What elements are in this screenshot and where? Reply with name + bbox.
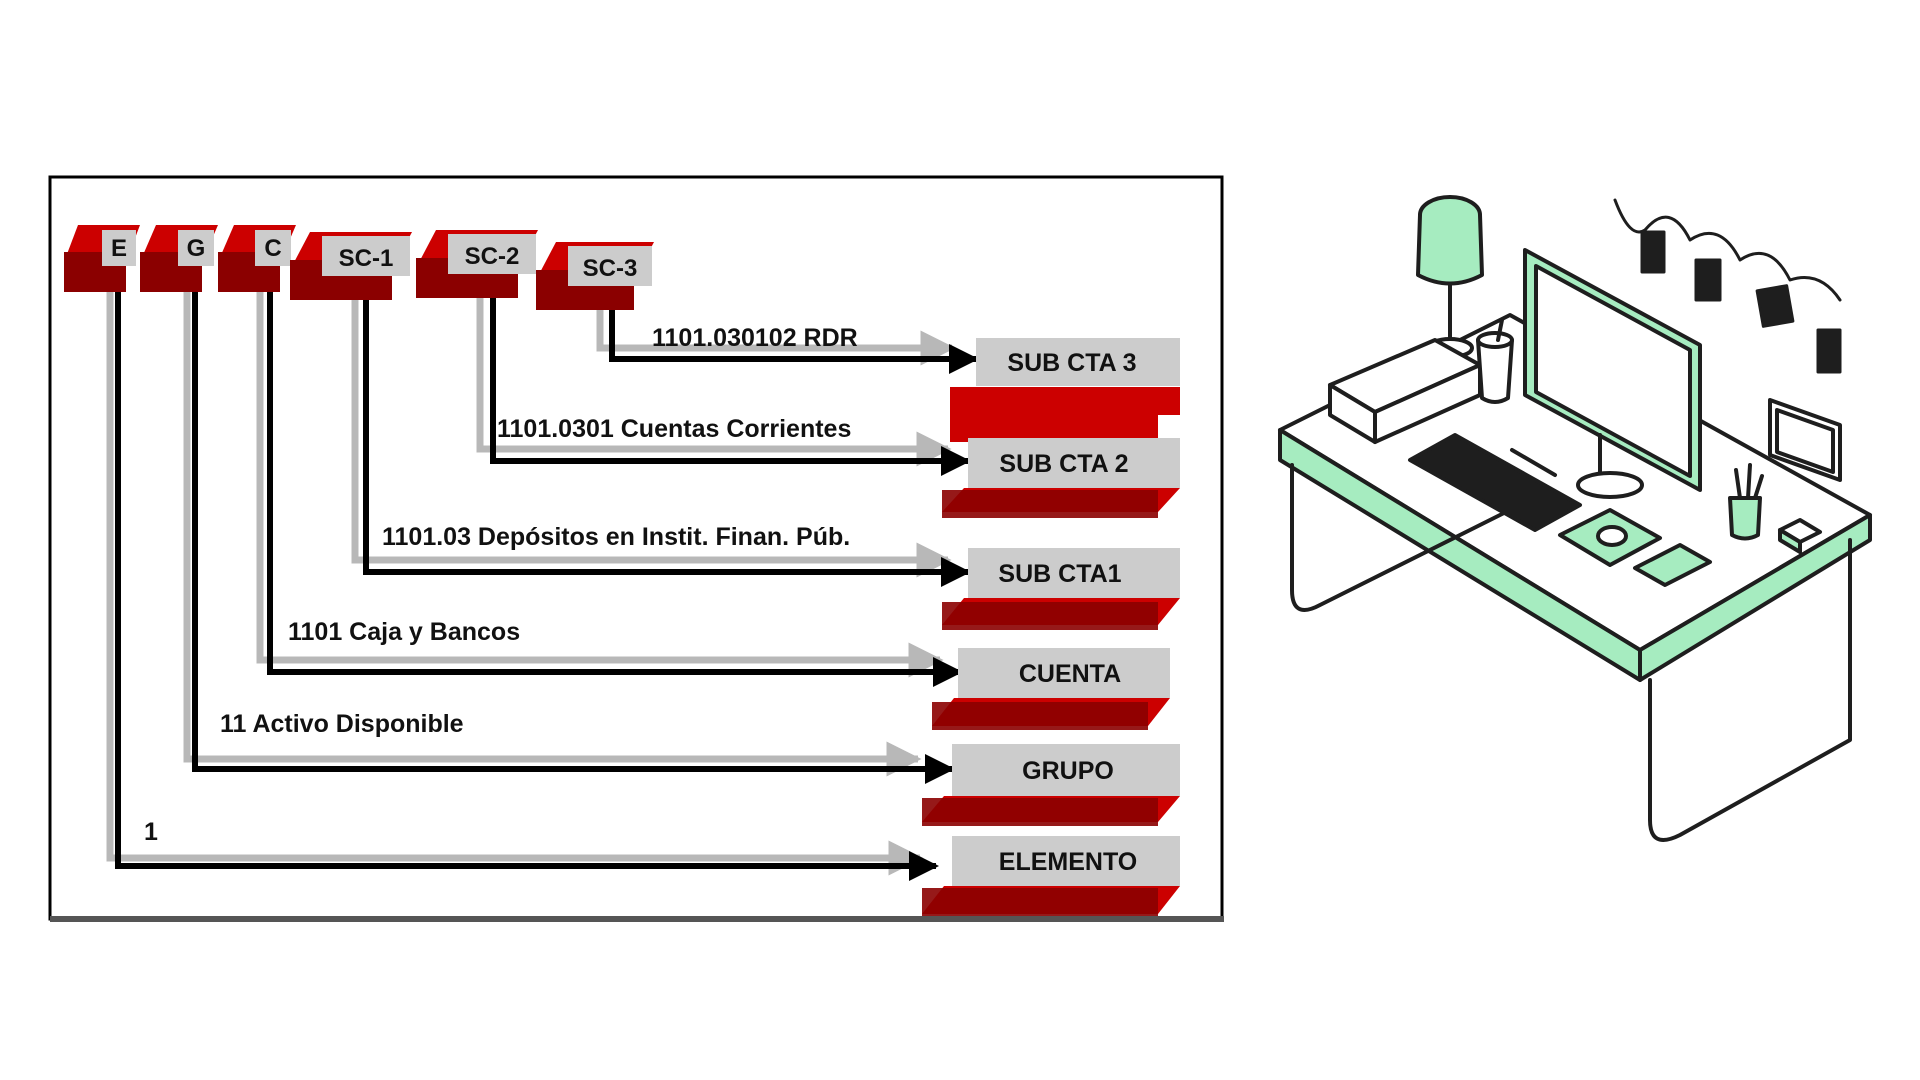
level-label-elemento: ELEMENTO [999, 848, 1137, 876]
header-label-sc1: SC-1 [339, 245, 394, 272]
level-box-sub-cta-2: SUB CTA 2 [942, 438, 1180, 518]
mouse-icon [1558, 508, 1662, 567]
connector-sub-cta-1 [363, 282, 971, 587]
calculator-icon [1633, 543, 1712, 587]
code-grupo: 11 Activo Disponible [220, 710, 464, 738]
pen-icon [1510, 448, 1557, 477]
header-label-sc3: SC-3 [583, 255, 638, 282]
header-block-e: E [64, 225, 140, 292]
coffee-cup-icon [1476, 318, 1514, 404]
code-sub-cta-3: 1101.030102 RDR [652, 324, 858, 352]
header-label-e: E [111, 235, 127, 262]
level-box-cuenta: CUENTA [932, 648, 1170, 730]
level-label-cuenta: CUENTA [1019, 660, 1121, 688]
connector-shadows [106, 275, 956, 876]
connector-elemento [115, 272, 939, 881]
keyboard-icon [1408, 433, 1582, 532]
code-elemento: 1 [144, 818, 158, 846]
header-block-sc3: SC-3 [536, 242, 654, 310]
sticky-notes-icon [1778, 518, 1822, 554]
header-label-sc2: SC-2 [465, 243, 520, 270]
header-label-c: C [264, 235, 281, 262]
header-block-sc2: SC-2 [416, 230, 538, 298]
level-label-sub-cta-1: SUB CTA1 [998, 560, 1121, 588]
desk-illustration [1278, 195, 1872, 842]
header-block-sc1: SC-1 [290, 232, 412, 300]
level-box-sub-cta-3: SUB CTA 3 [950, 338, 1180, 442]
connector-grupo [192, 272, 955, 784]
level-label-grupo: GRUPO [1022, 757, 1114, 785]
level-box-grupo: GRUPO [922, 744, 1180, 826]
level-box-sub-cta-1: SUB CTA1 [942, 548, 1180, 630]
connector-sub-cta-2 [490, 282, 971, 476]
code-sub-cta-1: 1101.03 Depósitos en Instit. Finan. Púb. [382, 523, 850, 551]
level-label-sub-cta-2: SUB CTA 2 [999, 450, 1128, 478]
level-label-sub-cta-3: SUB CTA 3 [1007, 349, 1136, 377]
connectors [115, 272, 979, 881]
books-icon [1328, 338, 1482, 444]
level-box-elemento: ELEMENTO [922, 836, 1180, 916]
connector-cuenta [267, 272, 963, 687]
header-block-g: G [140, 225, 218, 292]
computer-monitor-icon [1523, 248, 1702, 499]
lamp-icon [1416, 195, 1484, 359]
account-hierarchy-diagram: E G C SC-1 SC-2 SC-3 1101.030102 RDR 110… [48, 175, 1224, 922]
header-label-g: G [187, 235, 206, 262]
pencil-cup-icon [1728, 463, 1764, 541]
code-cuenta: 1101 Caja y Bancos [288, 618, 520, 646]
code-sub-cta-2: 1101.0301 Cuentas Corrientes [497, 415, 851, 443]
picture-frame-icon [1768, 398, 1842, 482]
photo-strings [1613, 198, 1842, 374]
header-block-c: C [218, 225, 296, 292]
connector-sub-cta-3 [609, 291, 979, 374]
